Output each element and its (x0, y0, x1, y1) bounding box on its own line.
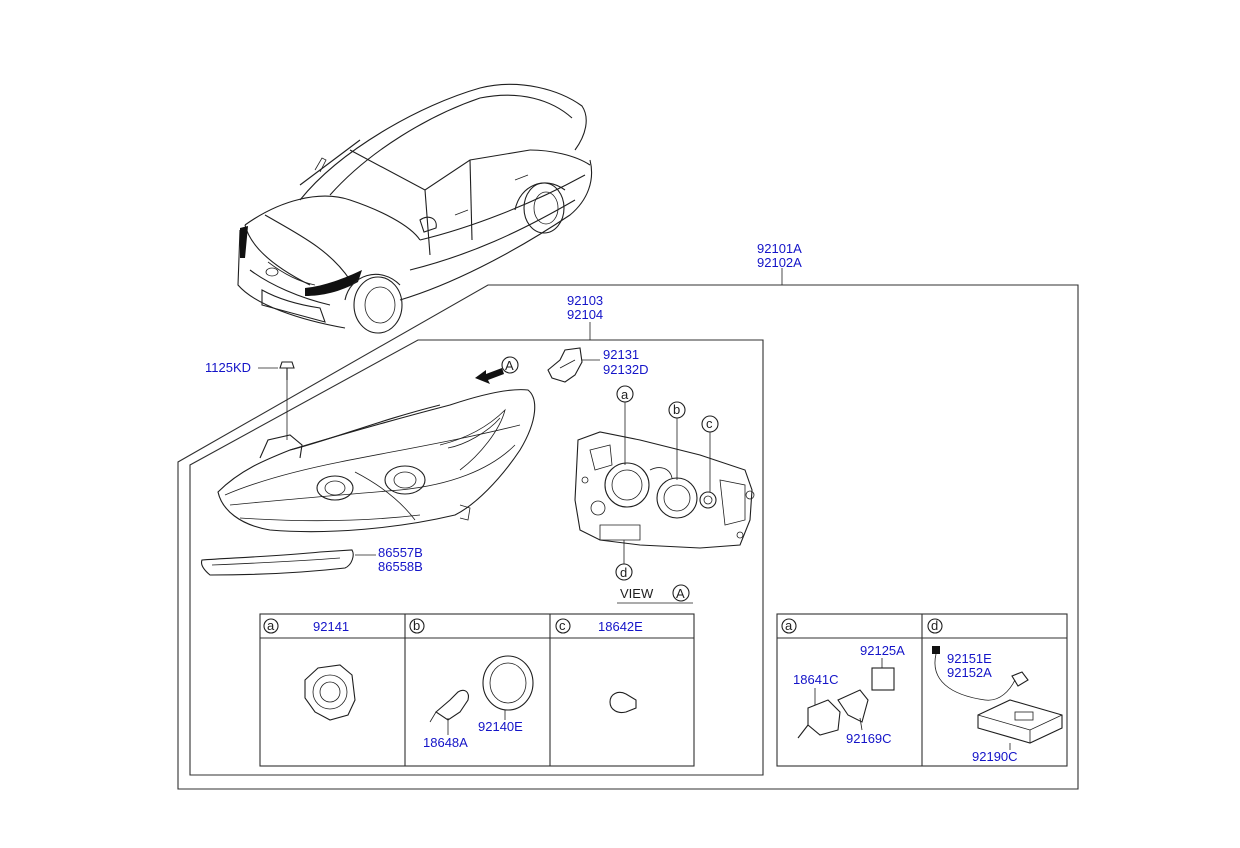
svg-text:d: d (620, 565, 627, 580)
bulb-table (259, 613, 695, 767)
part-86558B: 86558B (378, 559, 423, 574)
bracket-part (547, 347, 600, 383)
part-92141: 92141 (313, 619, 349, 634)
hid-table (776, 613, 1068, 767)
part-92151E: 92151E (947, 651, 992, 666)
hid-bracket-icon (837, 689, 869, 731)
part-18642E: 18642E (598, 619, 643, 634)
part-92169C: 92169C (846, 731, 892, 746)
part-92125A: 92125A (860, 643, 905, 658)
headlamp-unit (217, 389, 536, 533)
part-92102A: 92102A (757, 255, 802, 270)
svg-text:a: a (785, 618, 793, 633)
svg-text:d: d (931, 618, 938, 633)
part-92140E: 92140E (478, 719, 523, 734)
gasket-icon (871, 667, 895, 691)
svg-text:c: c (559, 618, 566, 633)
ballast-icon (977, 699, 1063, 750)
wire-harness-icon (932, 646, 1029, 701)
callout-b (668, 401, 686, 419)
part-18641C: 18641C (793, 672, 839, 687)
part-92103: 92103 (567, 293, 603, 308)
lamp-body-outline (189, 339, 764, 776)
callout-d (615, 563, 633, 581)
hid-bulb-icon (797, 699, 841, 739)
part-92190C: 92190C (972, 749, 1018, 764)
part-18648A: 18648A (423, 735, 468, 750)
socket-icon (429, 689, 469, 735)
assembly-outline (177, 284, 1079, 790)
svg-text:b: b (673, 402, 680, 417)
part-92132D: 92132D (603, 362, 649, 377)
part-86557B: 86557B (378, 545, 423, 560)
part-92101A: 92101A (757, 241, 802, 256)
callout-c (701, 415, 719, 433)
rear-view-lamp (574, 431, 755, 549)
small-bulb-icon (609, 691, 637, 714)
car-illustration (237, 83, 593, 334)
svg-text:A: A (676, 586, 685, 601)
cap-icon (482, 655, 534, 720)
svg-text:c: c (706, 416, 713, 431)
part-92152A: 92152A (947, 665, 992, 680)
svg-text:b: b (413, 618, 420, 633)
callout-a (616, 385, 634, 403)
part-1125KD: 1125KD (205, 360, 251, 375)
part-92131: 92131 (603, 347, 639, 362)
bulb-cap-icon (304, 664, 356, 721)
svg-text:a: a (621, 387, 629, 402)
bolt-icon (279, 361, 295, 440)
view-arrow: A (475, 356, 519, 384)
garnish-strip (200, 549, 376, 576)
part-92104: 92104 (567, 307, 603, 322)
svg-text:a: a (267, 618, 275, 633)
view-label: VIEW (620, 586, 654, 601)
svg-text:A: A (505, 358, 514, 373)
